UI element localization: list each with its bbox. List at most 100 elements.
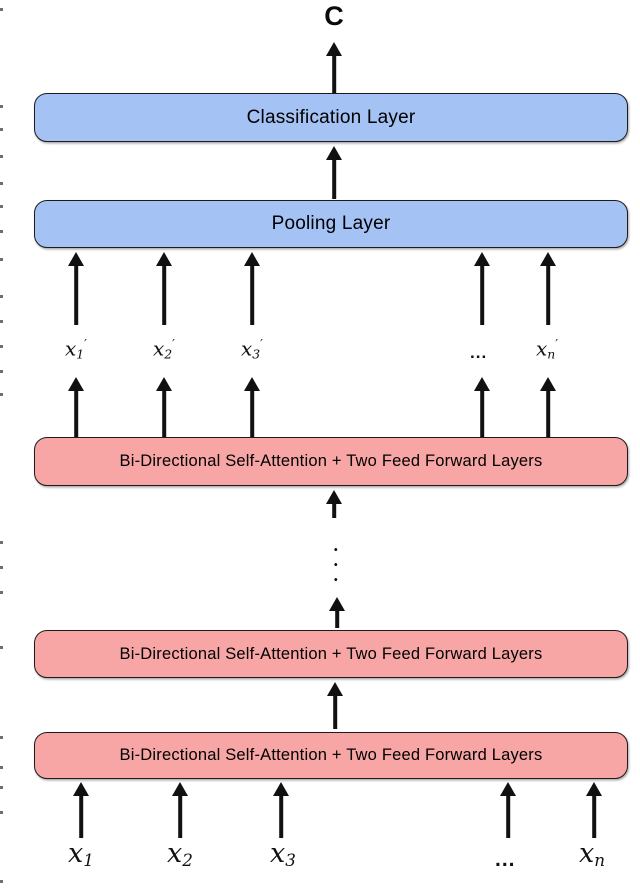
arrow-stem [332,155,336,199]
up-arrow-pooling-to-classification [325,146,343,199]
arrowhead-icon [329,597,345,611]
up-arrow-hn-to-pooling [539,252,557,325]
margin-text-fragment [0,345,3,348]
arrow-stem [162,386,166,437]
arrowhead-icon [326,42,342,56]
input-ellipsis: ... [495,848,516,871]
arrowhead-icon [68,252,84,266]
arrowhead-icon [172,782,188,796]
margin-text-fragment [0,880,3,883]
arrow-stem [250,386,254,437]
encoder-layer-bottom-box: Bi-Directional Self-Attention + Two Feed… [34,732,628,779]
hidden-state-label-xn: xn′ [535,336,559,362]
output-class-label: C [324,1,344,31]
margin-text-fragment [0,786,3,789]
margin-text-fragment [0,295,3,298]
classification-layer-box: Classification Layer [34,93,628,142]
up-arrow-xdots-to-encoder [499,782,517,838]
encoder-layer-middle-box: Bi-Directional Self-Attention + Two Feed… [34,630,628,678]
arrowhead-icon [156,377,172,391]
margin-text-fragment [0,736,3,739]
arrowhead-icon [500,782,516,796]
margin-text-fragment [0,591,3,594]
up-arrow-xn-to-encoder [585,782,603,838]
margin-text-fragment [0,182,3,185]
arrowhead-icon [326,490,342,504]
arrowhead-icon [540,252,556,266]
arrowhead-icon [326,146,342,160]
arrowhead-icon [273,782,289,796]
hidden-state-label-x1: x1′ [65,336,87,362]
arrowhead-icon [73,782,89,796]
encoder-layer-top-box: Bi-Directional Self-Attention + Two Feed… [34,437,628,486]
up-arrow-into-top-encoder [325,490,343,518]
margin-text-fragment [0,766,3,769]
up-arrow-encoder-to-hn [539,377,557,437]
hidden-state-label-x3: x3′ [241,336,263,362]
arrowhead-icon [327,682,343,696]
arrow-stem [250,261,254,325]
arrow-stem [546,261,550,325]
arrow-stem [546,386,550,437]
up-arrow-x1-to-encoder [72,782,90,838]
arrow-stem [74,386,78,437]
margin-text-fragment [0,811,3,814]
arrowhead-icon [244,377,260,391]
up-arrow-encoder-to-h2 [155,377,173,437]
margin-text-fragment [0,205,3,208]
arrowhead-icon [156,252,172,266]
up-arrow-x3-to-encoder [272,782,290,838]
up-arrow-h3-to-pooling [243,252,261,325]
input-label-x1: x1 [68,838,94,871]
arrowhead-icon [244,252,260,266]
margin-text-fragment [0,566,3,569]
margin-text-fragment [0,646,3,649]
up-arrow-hdots-to-pooling [473,252,491,325]
margin-text-fragment [0,258,3,261]
arrowhead-icon [68,377,84,391]
hidden-state-label-x2: x2′ [153,336,175,362]
arrow-stem [333,691,337,729]
margin-text-fragment [0,541,3,544]
arrow-stem [79,791,83,838]
margin-text-fragment [0,320,3,323]
up-arrow-x2-to-encoder [171,782,189,838]
arrowhead-icon [474,252,490,266]
encoder-layer-bottom-label: Bi-Directional Self-Attention + Two Feed… [119,746,543,764]
up-arrow-h1-to-pooling [67,252,85,325]
arrow-stem [74,261,78,325]
input-label-x2: x2 [167,838,193,871]
margin-text-fragment [0,370,3,373]
arrow-stem [279,791,283,838]
hidden-state-ellipsis: ... [470,343,488,362]
arrow-stem [332,51,336,93]
arrow-stem [480,386,484,437]
classification-layer-label: Classification Layer [246,106,416,128]
up-arrow-encoder-to-h3 [243,377,261,437]
margin-text-fragment [0,8,3,11]
up-arrow-classification-to-output [325,42,343,93]
arrowhead-icon [540,377,556,391]
encoder-layer-top-label: Bi-Directional Self-Attention + Two Feed… [119,452,543,470]
margin-text-fragment [0,105,3,108]
arrow-stem [335,606,339,628]
arrow-stem [506,791,510,838]
pooling-layer-label: Pooling Layer [271,213,391,234]
arrow-stem [480,261,484,325]
up-arrow-encoder-to-h1 [67,377,85,437]
margin-text-fragment [0,230,3,233]
arrow-stem [592,791,596,838]
arrow-stem [332,499,336,518]
arrowhead-icon [474,377,490,391]
margin-text-fragment [0,155,3,158]
up-arrow-encoder-to-hdots [473,377,491,437]
arrow-stem [178,791,182,838]
arrow-stem [162,261,166,325]
margin-text-fragment [0,393,3,396]
input-label-xn: xn [578,838,605,871]
up-arrow-h2-to-pooling [155,252,173,325]
up-arrow-bottom-to-middle-encoder [326,682,344,729]
arrowhead-icon [586,782,602,796]
input-label-x3: x3 [270,838,296,871]
